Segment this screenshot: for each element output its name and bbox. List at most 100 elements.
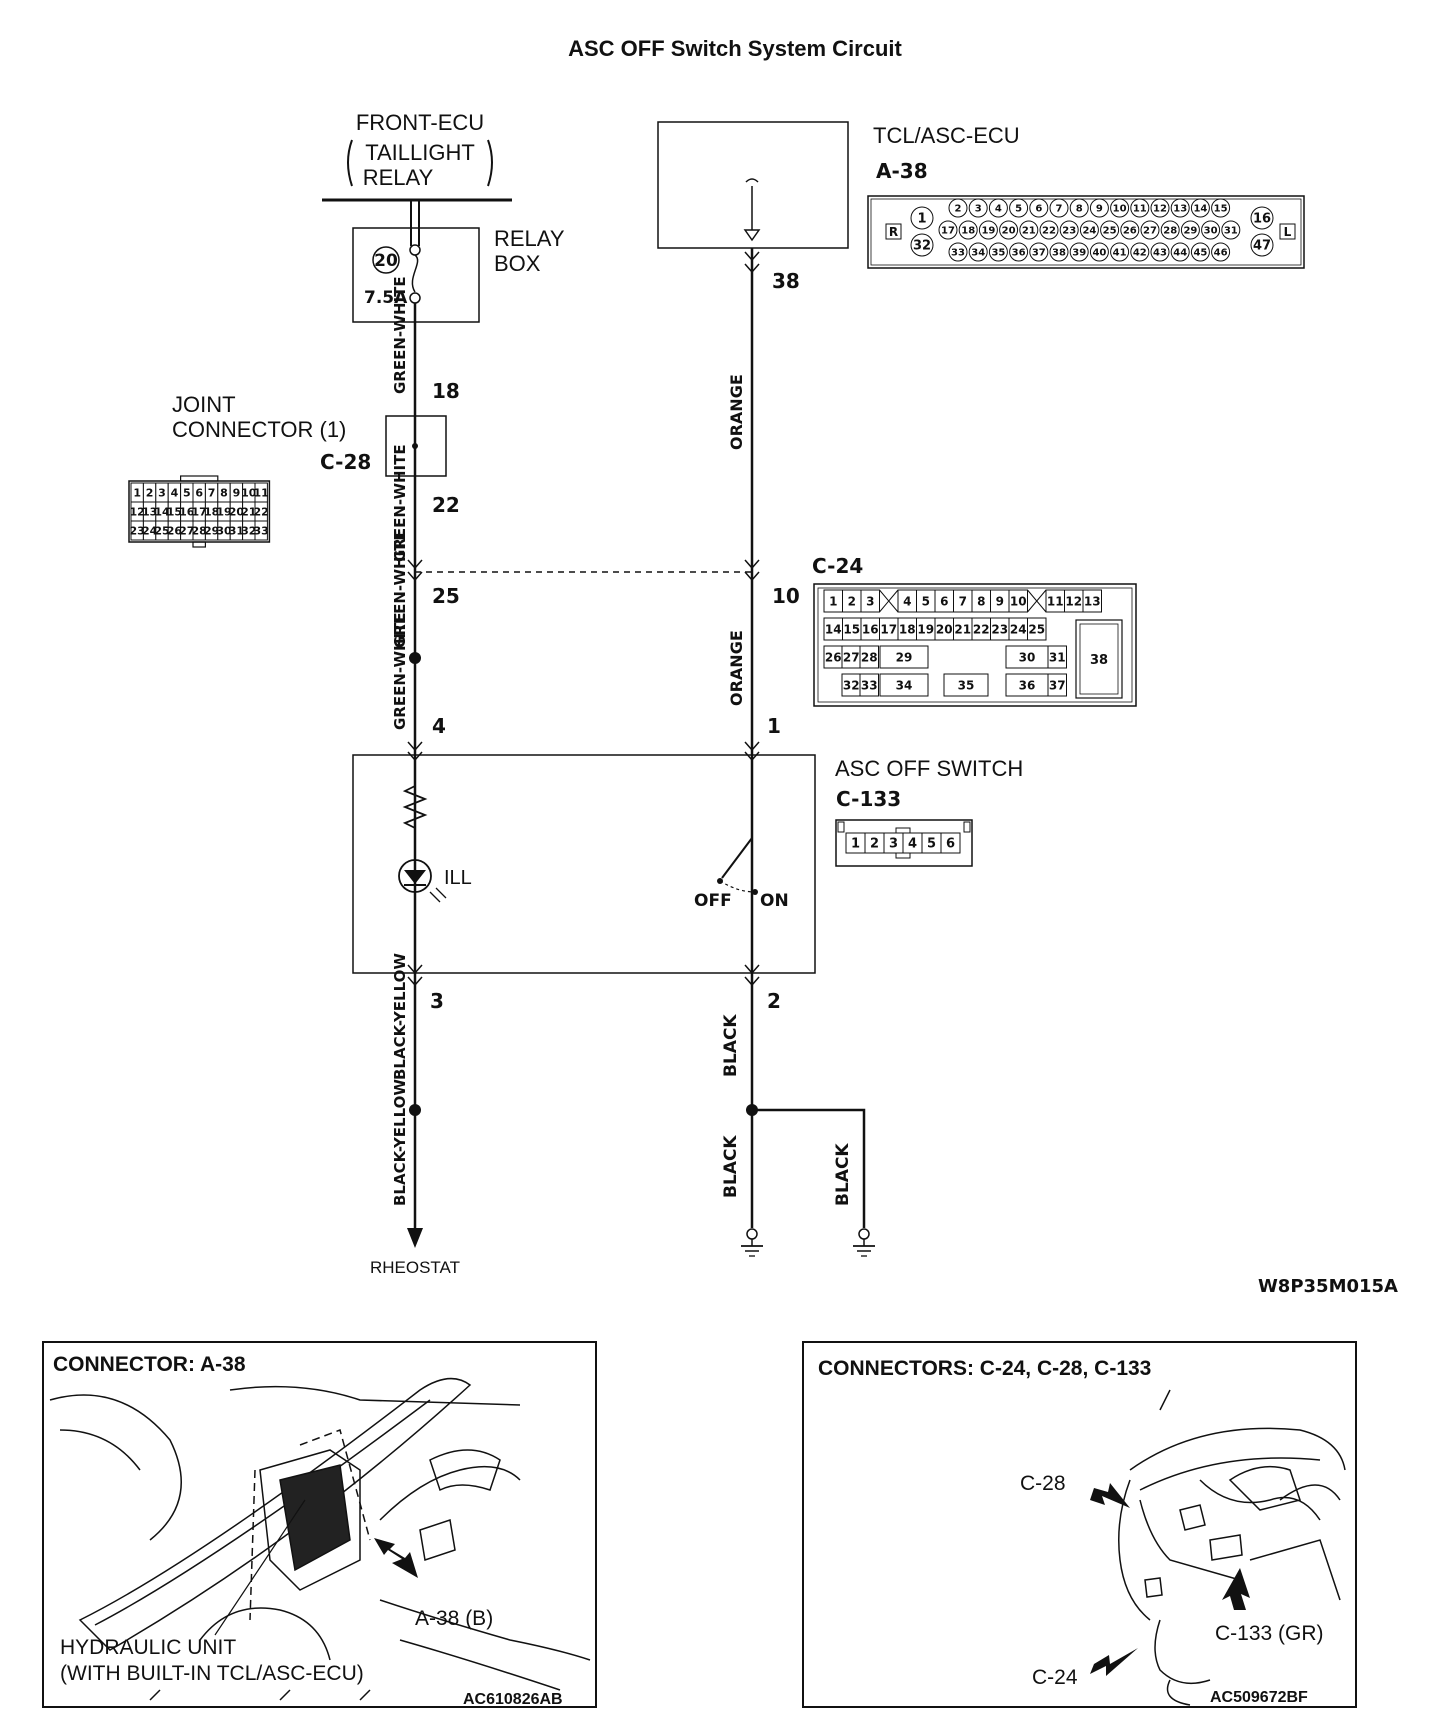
paren-left [347, 139, 353, 187]
connector-pin [1130, 198, 1150, 218]
pin-number: 18 [899, 622, 916, 636]
pin-number: 42 [1133, 248, 1147, 259]
pin-number: 17 [192, 505, 207, 518]
pin-number: 34 [896, 678, 913, 692]
pin-3-label: 3 [430, 989, 444, 1013]
c24-callout-label: C-24 [1032, 1666, 1078, 1689]
connector-pin [860, 589, 880, 613]
connector-pin [1100, 220, 1120, 240]
connector-pin [1089, 242, 1109, 262]
pin-number: 19 [917, 622, 934, 636]
panel-left-code: AC610826AB [463, 1691, 563, 1708]
diagram-title: ASC OFF Switch System Circuit [568, 36, 902, 61]
relay-box: 20 7.5A RELAY BOX [352, 200, 565, 323]
pin-number: 26 [1123, 226, 1137, 237]
fuse-rating: 7.5A [364, 288, 408, 308]
pin-number: 23 [1062, 226, 1076, 237]
pin-number: 2 [955, 204, 962, 215]
pin-number: R [889, 225, 898, 239]
connector-pin [943, 673, 989, 697]
connector-pin [1089, 198, 1109, 218]
connector-pin [859, 645, 879, 669]
pin-number: 24 [1010, 622, 1027, 636]
fuse-number: 20 [374, 251, 398, 271]
pin-number: 39 [1072, 248, 1086, 259]
ground-branch-wire [752, 1108, 866, 1228]
pin-number: 25 [154, 524, 169, 537]
switch-lever [721, 837, 753, 879]
ecu-signal-icon [745, 178, 759, 183]
connector-pin [938, 220, 958, 240]
pin-number: 3 [158, 486, 166, 499]
splice-node-bottom-left [409, 1104, 421, 1116]
wire-label-black-1: BLACK [721, 1014, 741, 1077]
pin-number: 32 [241, 524, 256, 537]
connector-pin [1150, 242, 1170, 262]
a38-label: A-38 [876, 159, 928, 183]
connector-pin [885, 223, 902, 240]
wire-label-green-white-2: GREEN-WHITE [391, 444, 409, 562]
joint-connector-box [385, 415, 447, 477]
pin-number: 14 [825, 622, 842, 636]
pin-25-label: 25 [432, 584, 460, 608]
taillight-label: TAILLIGHT [365, 140, 475, 165]
blank-pin-x [879, 589, 899, 613]
c133-label: C-133 [836, 787, 901, 811]
pin-number: 47 [1253, 239, 1271, 254]
relay-box-label-2: BOX [494, 251, 541, 276]
pin-number: 19 [981, 226, 995, 237]
c28-label: C-28 [320, 450, 371, 474]
connector-pin [1069, 198, 1089, 218]
pin-number: 22 [254, 505, 269, 518]
connector-pin [988, 242, 1008, 262]
pin-number: 18 [961, 226, 975, 237]
pin-number: 8 [977, 594, 985, 608]
connector-pin [879, 645, 929, 669]
wire-label-green-white-3: GREEN-WHITE [391, 530, 409, 648]
connector-pin [1130, 242, 1150, 262]
connector-pin [1029, 198, 1049, 218]
pin-number: 31 [1224, 226, 1238, 237]
pin-number: 5 [1015, 204, 1022, 215]
switch-pin3-chevrons [407, 964, 423, 987]
wire-label-black-yellow-1: BLACK-YELLOW [391, 953, 409, 1080]
panel-right-code: AC509672BF [1210, 1689, 1308, 1706]
on-label: ON [760, 891, 789, 911]
pin-number: 5 [922, 594, 930, 608]
relay-label: RELAY [363, 165, 434, 190]
led-light-rays [429, 887, 447, 903]
pin-4-label: 4 [432, 714, 446, 738]
connector-pin [1029, 242, 1049, 262]
blank-pin-x [1027, 589, 1047, 613]
connector-pin [859, 673, 879, 697]
rheostat-arrow-icon [407, 1228, 423, 1248]
pin-number: 4 [171, 486, 179, 499]
pin-number: 31 [229, 524, 244, 537]
pin-number: 30 [1204, 226, 1218, 237]
pin-number: 33 [951, 248, 965, 259]
pin-10-label: 10 [772, 584, 800, 608]
pin-number: 6 [195, 486, 203, 499]
wire-label-black-yellow-2: BLACK-YELLOW [391, 1079, 409, 1206]
pin-number: 27 [179, 524, 194, 537]
connector-pin [1211, 198, 1231, 218]
connector-pin [948, 198, 968, 218]
connector-pin [1221, 220, 1241, 240]
pin-number: 41 [1113, 248, 1127, 259]
connector-pin [1082, 589, 1102, 613]
connector-pin [1250, 206, 1274, 230]
connector-pin [1039, 220, 1059, 240]
pin-number: 19 [216, 505, 231, 518]
connector-pin [879, 673, 929, 697]
pin-number: 14 [1193, 204, 1207, 215]
c28-callout-arrow-icon [1090, 1483, 1130, 1508]
connector-pin [1008, 589, 1028, 613]
pin-number: 1 [851, 837, 860, 852]
wire-label-black-3: BLACK [833, 1143, 853, 1206]
splice-node-left [409, 652, 421, 664]
pin-number: 8 [1076, 204, 1083, 215]
